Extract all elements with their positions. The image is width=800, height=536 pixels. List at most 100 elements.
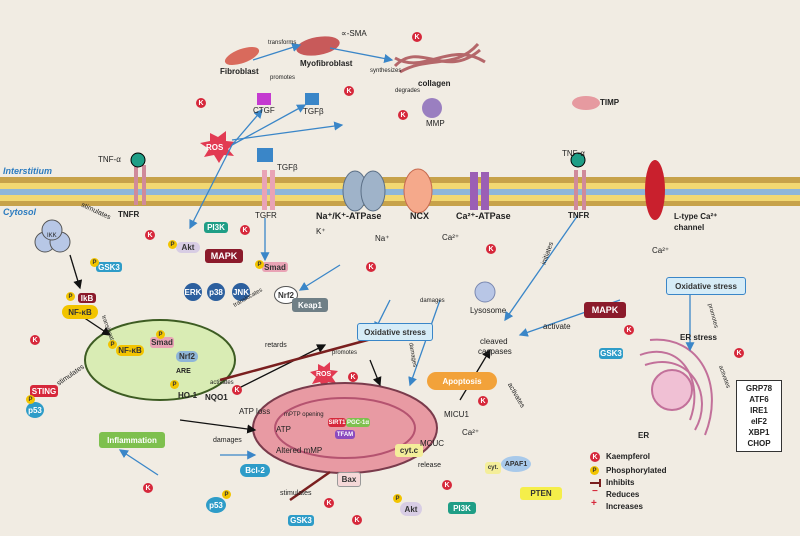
na-k-atpase-label: Na⁺/K⁺-ATPase bbox=[316, 211, 382, 221]
mapk-box: MAPK bbox=[205, 249, 243, 263]
kaempferol-marker: K bbox=[143, 483, 153, 493]
pi3k-bottom-box: PI3K bbox=[448, 502, 476, 514]
phospho-marker: P bbox=[222, 490, 231, 499]
cleaved-label: cleaved bbox=[480, 337, 508, 346]
nucleus bbox=[84, 319, 236, 401]
tgfr-label: TGFR bbox=[255, 211, 277, 220]
nucleus-nfkb: NF-κB bbox=[116, 345, 144, 356]
minus-icon: − bbox=[592, 486, 598, 497]
legend-k-icon: K bbox=[590, 452, 600, 462]
tfam-box: TFAM bbox=[335, 430, 355, 439]
activates-nucleus-label: activates bbox=[210, 380, 234, 386]
phospho-marker: P bbox=[170, 380, 179, 389]
ctgf-label: CTGF bbox=[253, 106, 275, 115]
phospho-marker: P bbox=[156, 330, 165, 339]
release-label: release bbox=[418, 462, 441, 469]
sting-box: STING bbox=[30, 385, 58, 397]
timp-label: TIMP bbox=[600, 98, 620, 107]
er-stress-label: ER stress bbox=[680, 333, 717, 342]
tgfr-receptor bbox=[257, 148, 275, 210]
k-ion-label: K⁺ bbox=[316, 227, 326, 236]
legend-phosphorylated: Phosphorylated bbox=[606, 466, 667, 475]
ncx-channel bbox=[403, 168, 433, 214]
nucleus-smad: Smad bbox=[150, 337, 174, 348]
na-k-atpase-channel bbox=[342, 170, 386, 212]
caspases-label: caspases bbox=[478, 347, 512, 356]
tnfr-right-receptor bbox=[570, 152, 586, 210]
mmp-cell bbox=[422, 98, 442, 118]
p38-node: p38 bbox=[207, 283, 225, 301]
mcuc-label: MCUC bbox=[420, 439, 444, 448]
er-label: ER bbox=[638, 431, 650, 440]
ho1-label: HO-1 bbox=[178, 391, 198, 400]
cell-membrane bbox=[0, 177, 800, 206]
phospho-marker: P bbox=[26, 395, 35, 404]
gsk3-bottom-box: GSK3 bbox=[288, 515, 314, 526]
ca-atpase-channel bbox=[470, 172, 489, 210]
ikb-box: IkB bbox=[78, 293, 96, 303]
marker-xbp1: XBP1 bbox=[748, 428, 770, 437]
sirt1-box: SIRT1 bbox=[328, 418, 346, 427]
nucleus-are: ARE bbox=[176, 368, 191, 375]
oxidative-stress-right: Oxidative stress bbox=[666, 277, 746, 295]
tnfr-left-label: TNFR bbox=[118, 210, 140, 219]
tgfb-membrane-label: TGFβ bbox=[277, 163, 298, 172]
pgc-box: PGC-1α bbox=[346, 418, 370, 427]
stimulates-bottom-label: stimulates bbox=[280, 490, 312, 497]
gsk3-right-box: GSK3 bbox=[599, 348, 623, 359]
interstitium-label: Interstitium bbox=[3, 166, 53, 176]
na-ion-label: Na⁺ bbox=[375, 234, 390, 243]
promotes-top-label: promotes bbox=[270, 75, 296, 81]
l-type-label: L-type Ca²⁺ bbox=[674, 212, 718, 221]
synthesizes-label: synthesizes bbox=[370, 68, 402, 74]
kaempferol-marker: K bbox=[734, 348, 744, 358]
inflammation-box: Inflammation bbox=[99, 432, 165, 448]
kaempferol-marker: K bbox=[196, 98, 206, 108]
fibroblast-label: Fibroblast bbox=[220, 67, 259, 76]
channel-label: channel bbox=[674, 223, 705, 232]
altered-mmp-label: Altered mMP bbox=[276, 446, 323, 455]
kaempferol-marker: K bbox=[324, 498, 334, 508]
tnfa-right-label: TNF-α bbox=[562, 149, 585, 158]
tgfb-top-label: TGFβ bbox=[303, 107, 324, 116]
marker-chop: CHOP bbox=[747, 439, 771, 448]
kaempferol-marker: K bbox=[486, 244, 496, 254]
myofibroblast-label: Myofibroblast bbox=[300, 59, 353, 68]
keap1-box: Keap1 bbox=[292, 298, 328, 312]
nucleus-nrf2: Nrf2 bbox=[176, 351, 198, 362]
lysosome-organelle bbox=[474, 281, 496, 303]
ros-label: ROS bbox=[206, 143, 224, 152]
promotes-center-label: promotes bbox=[332, 350, 358, 356]
retards-label: retards bbox=[265, 342, 287, 349]
phospho-marker: P bbox=[393, 494, 402, 503]
timp-cell bbox=[572, 96, 600, 110]
kaempferol-marker: K bbox=[344, 86, 354, 96]
legend: K Kaempferol P Phosphorylated Inhibits −… bbox=[590, 452, 710, 532]
legend-kaempferol: Kaempferol bbox=[606, 452, 651, 461]
kaempferol-marker: K bbox=[145, 230, 155, 240]
p53-left-node: p53 bbox=[26, 402, 44, 418]
cytc-mito-box: cyt.c bbox=[395, 444, 423, 457]
atp-loss-label: ATP loss bbox=[239, 407, 271, 416]
ncx-label: NCX bbox=[410, 211, 430, 221]
bax-box: Bax bbox=[337, 472, 361, 487]
kaempferol-marker: K bbox=[30, 335, 40, 345]
ca-in-label: Ca²⁺ bbox=[652, 246, 670, 255]
tnfa-left-label: TNF-α bbox=[98, 155, 121, 164]
ikk-label: IKK bbox=[47, 233, 57, 239]
atp-label: ATP bbox=[276, 425, 291, 434]
damages-lysosome-label: damages bbox=[420, 298, 445, 304]
tgfb-box bbox=[305, 93, 319, 105]
activate-label: activate bbox=[543, 322, 571, 331]
cytc-box: cyt. bbox=[485, 462, 501, 474]
ikk-complex bbox=[34, 219, 71, 253]
kaempferol-marker: K bbox=[366, 262, 376, 272]
marker-atf6: ATF6 bbox=[749, 395, 769, 404]
marker-eif2: eIF2 bbox=[750, 417, 767, 426]
nqo1-label: NQO1 bbox=[205, 393, 228, 402]
kaempferol-marker: K bbox=[240, 225, 250, 235]
ros-burst-mito bbox=[310, 362, 338, 389]
oxidative-stress-center: Oxidative stress bbox=[357, 323, 433, 341]
kaempferol-marker: K bbox=[232, 385, 242, 395]
